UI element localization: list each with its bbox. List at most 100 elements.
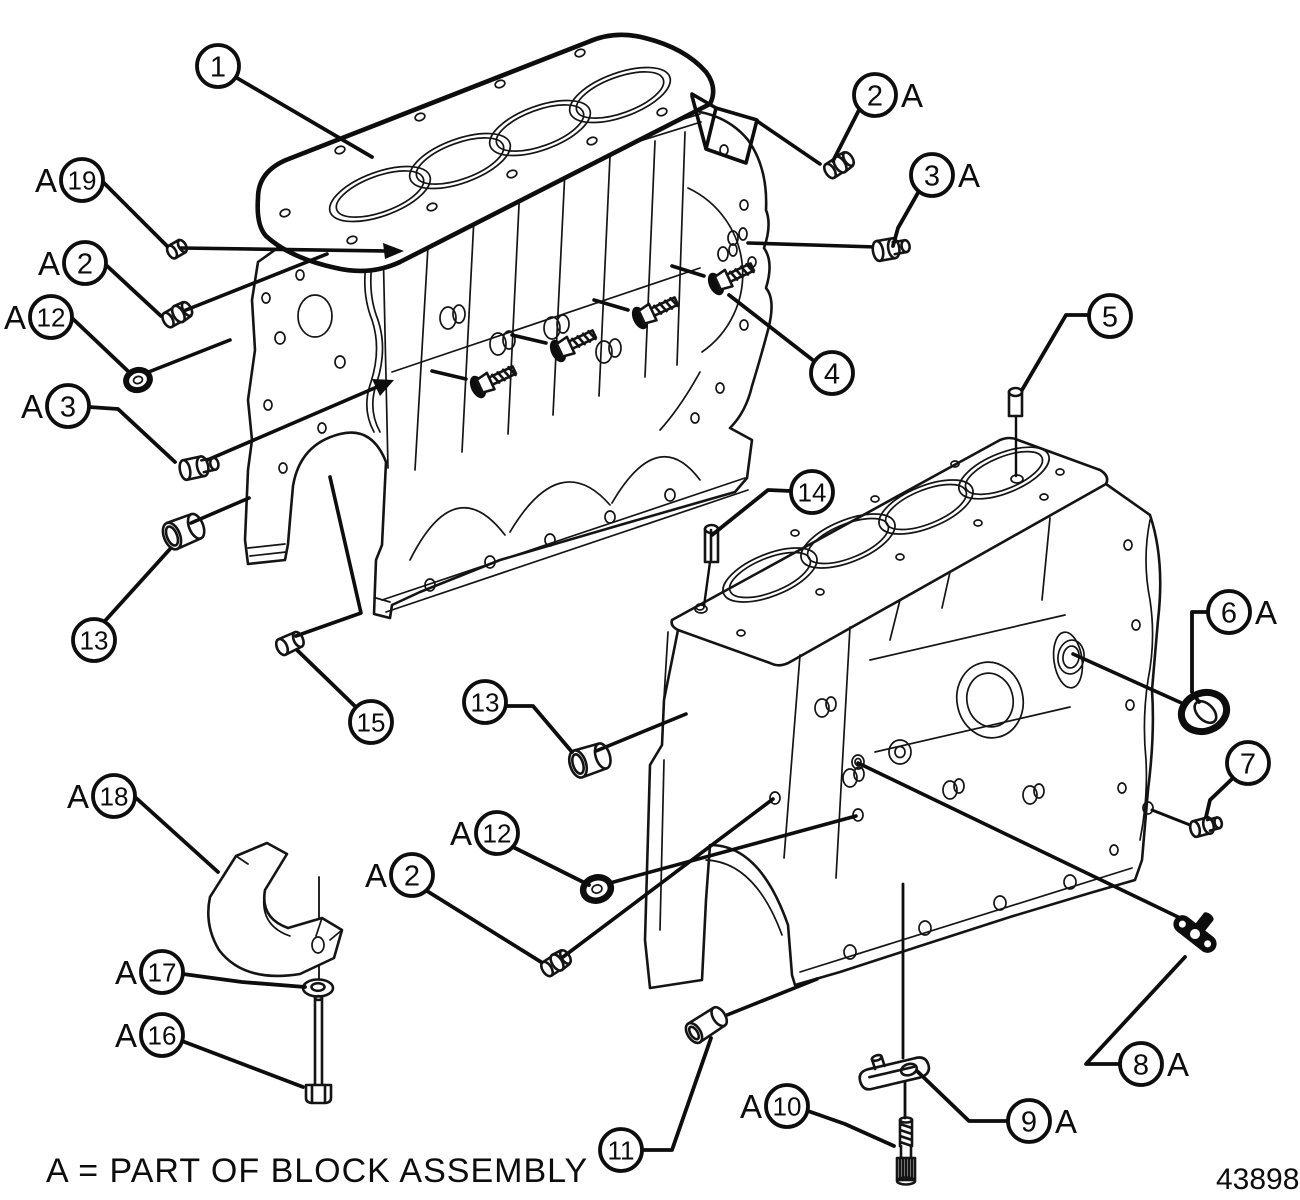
svg-text:3: 3	[924, 160, 940, 192]
pointer-flag-2a	[690, 92, 759, 165]
svg-text:12: 12	[37, 302, 66, 332]
callout-a17: 17A	[115, 949, 307, 995]
boss-cylinders	[717, 227, 1154, 815]
callout-a12M: 12 A	[450, 810, 591, 887]
part-plug-2a	[822, 151, 856, 180]
callout-a2L: 2A	[38, 240, 163, 318]
svg-text:2: 2	[77, 248, 93, 280]
part-plug-a2-bottom	[539, 949, 573, 978]
part-stud-a10	[895, 1116, 917, 1186]
svg-text:A: A	[21, 388, 43, 425]
svg-text:A: A	[958, 157, 980, 194]
svg-text:A: A	[67, 778, 89, 815]
callout-leader-3a	[891, 189, 921, 248]
part-seal-6a	[1177, 688, 1231, 736]
part-plug-a2-left	[161, 300, 194, 329]
callout-leader-2a	[831, 108, 861, 163]
callout-14: 14	[710, 469, 835, 537]
part-plug-3a	[871, 237, 911, 263]
part-bolt-a16	[304, 994, 333, 1105]
svg-text:A: A	[115, 954, 137, 991]
svg-text:9: 9	[1021, 1106, 1037, 1138]
part-cup-plug-13-mid	[567, 742, 612, 779]
callout-leader-13L	[102, 547, 172, 624]
svg-text:4: 4	[824, 358, 840, 390]
callout-leader-a2B	[425, 889, 543, 964]
part-bracket-9a	[858, 1053, 931, 1091]
callout-leader-a2L	[104, 263, 163, 318]
callout-leader-11	[640, 1036, 713, 1152]
svg-text:6: 6	[1221, 597, 1237, 629]
part-seal-ring-a12-left	[123, 366, 153, 394]
part-screws-4	[469, 262, 756, 399]
callout-leader-a16	[180, 1039, 305, 1089]
svg-text:15: 15	[357, 707, 386, 737]
callout-leader-1	[235, 76, 374, 159]
part-bearing-cap-a18	[207, 841, 344, 978]
callout-leader-a12M	[511, 845, 591, 887]
svg-text:13: 13	[471, 687, 500, 717]
svg-text:A: A	[1255, 594, 1277, 631]
svg-text:16: 16	[148, 1020, 177, 1050]
engine-block-upper	[243, 110, 773, 620]
svg-text:19: 19	[68, 165, 97, 195]
svg-text:11: 11	[608, 1135, 635, 1165]
svg-text:A: A	[1167, 1046, 1189, 1083]
part-plug-15	[274, 630, 305, 657]
svg-text:A: A	[1055, 1103, 1077, 1140]
svg-text:12: 12	[483, 818, 512, 848]
svg-text:2: 2	[404, 860, 420, 892]
callout-leader-a10	[806, 1109, 896, 1148]
callout-a16: 16A	[115, 1012, 305, 1089]
callout-leader-7	[1204, 776, 1235, 819]
callout-5: 5	[1020, 293, 1133, 392]
callout-leader-a18	[133, 795, 220, 874]
part-plug-11	[684, 1005, 729, 1045]
svg-text:13: 13	[80, 625, 109, 655]
legend-text: A = PART OF BLOCK ASSEMBLY	[46, 1152, 589, 1190]
svg-text:A: A	[4, 299, 26, 336]
part-seal-ring-a12-mid	[579, 874, 615, 904]
svg-text:A: A	[365, 857, 387, 894]
callout-leader-14	[710, 488, 793, 537]
part-sensor-8a	[1173, 912, 1217, 953]
svg-text:A: A	[35, 162, 57, 199]
part-head-gasket	[255, 32, 716, 274]
svg-text:14: 14	[798, 477, 827, 507]
svg-text:3: 3	[60, 391, 76, 423]
part-dowel-5	[1007, 386, 1024, 418]
callout-15: 15	[295, 648, 394, 745]
svg-text:2: 2	[867, 80, 883, 112]
svg-text:7: 7	[1240, 748, 1256, 780]
callout-leader-8a	[1084, 955, 1187, 1066]
svg-text:10: 10	[773, 1091, 802, 1121]
callout-leader-a3	[87, 405, 177, 464]
svg-text:A: A	[740, 1088, 762, 1125]
svg-text:A: A	[901, 77, 923, 114]
callout-a2B: 2A	[365, 852, 543, 964]
callout-4: 4	[727, 293, 855, 396]
callout-leader-a17	[181, 972, 307, 989]
callout-1: 1	[195, 43, 374, 159]
svg-text:18: 18	[100, 781, 129, 811]
svg-text:A: A	[450, 815, 472, 852]
callout-leader-6a	[1190, 610, 1210, 704]
callout-11: 11	[598, 1036, 713, 1173]
part-cup-plug-13-left	[161, 512, 206, 551]
svg-text:1: 1	[210, 51, 226, 83]
callout-leader-a19	[101, 180, 169, 248]
figure-number: 43898	[1216, 1163, 1300, 1196]
callout-a3: 3A	[21, 383, 177, 464]
install-lines	[144, 119, 1192, 1120]
svg-text:5: 5	[1102, 301, 1118, 333]
callout-13M: 13	[462, 679, 574, 754]
part-plug-7	[1188, 815, 1224, 839]
callout-7: 7	[1204, 740, 1271, 819]
part-washer-a17	[301, 978, 335, 998]
callout-a12L: 12 A	[4, 294, 133, 376]
